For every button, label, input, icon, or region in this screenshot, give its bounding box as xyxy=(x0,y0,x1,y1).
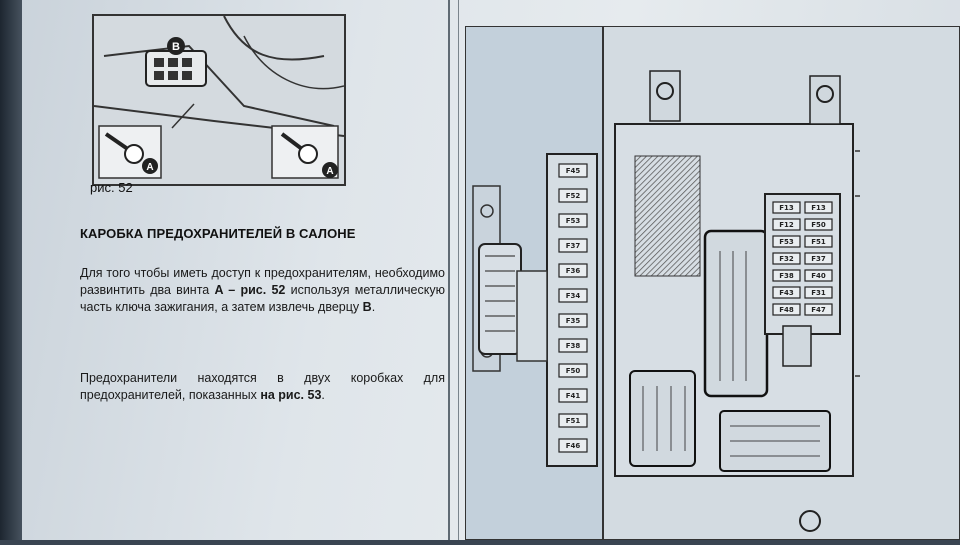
paragraph-text: Предохранители находятся в двух коробках… xyxy=(80,371,445,402)
left-fuse-slot xyxy=(558,163,588,178)
right-col2-fuse-label: F31 xyxy=(811,289,826,297)
right-col1-fuse-slot xyxy=(772,201,801,214)
bottom-left-connector xyxy=(629,370,696,467)
right-col1-fuse-label: F43 xyxy=(779,289,794,297)
fuse-door-b xyxy=(145,50,207,87)
column-divider-inner xyxy=(458,0,459,540)
left-fuse-slot xyxy=(558,438,588,453)
paragraph-text: . xyxy=(321,388,325,402)
right-col1-fuse-label: F53 xyxy=(779,238,794,246)
left-fuse-label: F50 xyxy=(566,367,581,375)
left-fuse-label: F46 xyxy=(566,442,581,450)
right-col2-fuse-slot xyxy=(804,252,833,265)
right-col2-fuse-slot xyxy=(804,235,833,248)
paragraph-access-instructions: Для того чтобы иметь доступ к предохрани… xyxy=(80,265,445,316)
monitor-bezel xyxy=(0,0,22,540)
left-fuse-slot xyxy=(558,363,588,378)
right-col1-fuse-label: F13 xyxy=(779,204,794,212)
left-fuse-slot xyxy=(558,313,588,328)
right-col1-fuse-slot xyxy=(772,269,801,282)
left-fuse-label: F37 xyxy=(566,242,581,250)
left-fuse-label: F35 xyxy=(566,317,581,325)
paragraph-text: используя металлическую часть ключа зажи… xyxy=(80,283,445,314)
right-col1-fuse-slot xyxy=(772,252,801,265)
left-fuse-slot xyxy=(558,213,588,228)
diagnostic-connector xyxy=(478,243,522,355)
dashboard-fuse-drawing: B A A xyxy=(93,15,345,184)
left-fuse-slot xyxy=(558,238,588,253)
right-col2-fuse-label: F47 xyxy=(811,306,826,314)
left-fuse-label: F41 xyxy=(566,392,581,400)
right-col2-fuse-slot xyxy=(804,286,833,299)
callout-b-circle xyxy=(167,37,185,55)
paragraph-text: Для того чтобы иметь доступ к предохрани… xyxy=(80,266,445,297)
left-fuse-label: F34 xyxy=(566,292,581,300)
left-fuse-label: F51 xyxy=(566,417,581,425)
right-col2-fuse-slot xyxy=(804,269,833,282)
left-fuse-slot xyxy=(558,388,588,403)
left-fuse-label: F45 xyxy=(566,167,581,175)
right-col1-fuse-label: F48 xyxy=(779,306,794,314)
left-fuse-label: F38 xyxy=(566,342,581,350)
right-col1-fuse-slot xyxy=(772,303,801,316)
right-col2-fuse-label: F40 xyxy=(811,272,826,280)
callout-b-label: B xyxy=(172,41,180,53)
paragraph-bold-ref: B xyxy=(362,300,372,314)
figure-52-illustration: B A A xyxy=(92,14,346,186)
right-col2-fuse-label: F37 xyxy=(811,255,826,263)
right-col2-fuse-slot xyxy=(804,201,833,214)
right-col2-fuse-label: F50 xyxy=(811,221,826,229)
right-col1-fuse-slot xyxy=(772,286,801,299)
figure-52-caption: рис. 52 xyxy=(90,180,133,195)
right-col1-fuse-slot xyxy=(772,235,801,248)
left-fuse-label: F52 xyxy=(566,192,581,200)
left-fuse-slot xyxy=(558,263,588,278)
left-fuse-slot xyxy=(558,413,588,428)
left-fuse-label: F36 xyxy=(566,267,581,275)
right-col1-fuse-slot xyxy=(772,218,801,231)
section-heading: КАРОБКА ПРЕДОХРАНИТЕЛЕЙ В САЛОНЕ xyxy=(80,226,356,241)
left-fuse-label: F53 xyxy=(566,217,581,225)
center-connector xyxy=(703,229,769,398)
left-fuse-slot xyxy=(558,338,588,353)
callout-a-right-label: A xyxy=(326,166,333,177)
paragraph-bold-ref: A – рис. 52 xyxy=(214,283,286,297)
right-col1-fuse-label: F32 xyxy=(779,255,794,263)
right-col1-fuse-label: F38 xyxy=(779,272,794,280)
right-col2-fuse-label: F13 xyxy=(811,204,826,212)
left-fuse-slot xyxy=(558,288,588,303)
column-divider xyxy=(448,0,450,540)
right-col2-fuse-slot xyxy=(804,218,833,231)
right-col2-fuse-slot xyxy=(804,303,833,316)
callout-a-left-label: A xyxy=(146,162,153,173)
right-col2-fuse-label: F51 xyxy=(811,238,826,246)
right-col1-fuse-label: F12 xyxy=(779,221,794,229)
paragraph-text: . xyxy=(371,300,376,314)
left-fuse-slot xyxy=(558,188,588,203)
paragraph-bold-ref: на рис. 53 xyxy=(260,388,322,402)
paragraph-fuse-locations: Предохранители находятся в двух коробках… xyxy=(80,370,445,404)
